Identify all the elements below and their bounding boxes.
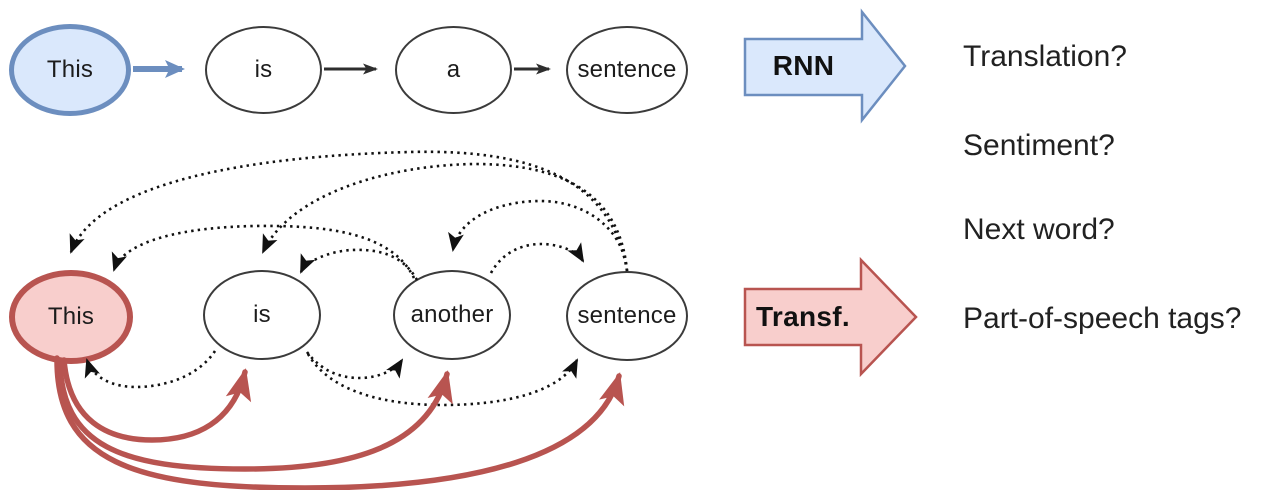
attention-edge-another-to-is	[299, 248, 419, 281]
transformer-node-is: is	[203, 270, 321, 360]
question-pos-tags: Part-of-speech tags?	[963, 302, 1242, 335]
rnn-node-this-label: This	[46, 56, 94, 83]
attention-edge-sentence-to-another	[448, 199, 629, 272]
question-next-word: Next word?	[963, 213, 1115, 246]
rnn-node-a: a	[395, 26, 512, 114]
transformer-node-this: This	[9, 270, 133, 364]
question-sentiment: Sentiment?	[963, 129, 1115, 162]
rnn-node-sentence-label: sentence	[577, 56, 677, 83]
question-translation: Translation?	[963, 40, 1127, 73]
rnn-node-this: This	[9, 24, 131, 116]
attention-edge-sentence-to-this	[69, 150, 629, 272]
attention-edge-another-to-sentence	[489, 242, 585, 274]
transformer-node-sentence: sentence	[566, 271, 688, 361]
rnn-node-is: is	[205, 26, 322, 114]
transformer-node-is-label: is	[253, 301, 271, 328]
highlight-edge-this-to-another	[57, 357, 453, 472]
attention-edge-is-to-sentence	[306, 353, 579, 407]
attention-edge-sentence-to-is	[261, 162, 629, 272]
transformer-node-another: another	[393, 270, 511, 360]
transformer-block-arrow-label: Transf.	[756, 301, 850, 332]
rnn-node-sentence: sentence	[566, 26, 688, 114]
rnn-node-a-label: a	[446, 56, 461, 83]
attention-edge-is-to-this	[84, 350, 217, 389]
transformer-node-another-label: another	[410, 301, 494, 328]
rnn-node-is-label: is	[254, 56, 273, 83]
attention-edge-is-to-another	[305, 351, 404, 380]
transformer-node-sentence-label: sentence	[577, 302, 677, 329]
highlight-edge-this-to-sentence	[54, 355, 625, 490]
highlight-edge-this-to-is	[61, 357, 252, 443]
transformer-node-this-label: This	[47, 303, 95, 330]
rnn-block-arrow-label: RNN	[772, 50, 835, 81]
